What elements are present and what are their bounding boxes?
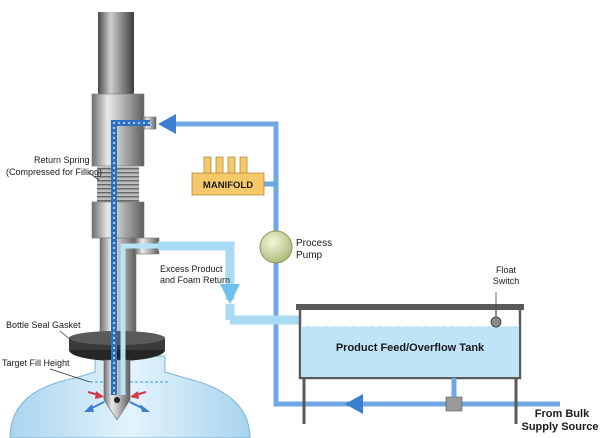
middle-block xyxy=(91,201,145,239)
return-spring-label-2: (Compressed for Filling) xyxy=(6,167,102,177)
valve-feed-pipe xyxy=(170,121,279,184)
float-switch-icon xyxy=(490,316,502,328)
supply-arrow-valve xyxy=(158,114,176,134)
excess-return-label-1: Excess Product xyxy=(160,264,223,274)
nozzle-flow-arrows xyxy=(84,391,150,412)
process-pump xyxy=(259,230,293,264)
internal-return-channel xyxy=(120,243,158,395)
tank-label: Product Feed/Overflow Tank xyxy=(336,342,485,354)
gasket-label: Bottle Seal Gasket xyxy=(6,320,81,330)
return-spring-label-1: Return Spring xyxy=(34,155,90,165)
product-feed-tank xyxy=(296,304,524,424)
supply-pipe xyxy=(273,262,560,407)
manifold-label: MANIFOLD xyxy=(203,180,253,191)
upper-shaft xyxy=(98,12,134,94)
bulk-supply-label-1: From Bulk xyxy=(535,408,590,420)
bulk-supply-label-2: Supply Source xyxy=(521,421,598,433)
tank-supply-fitting xyxy=(445,396,463,412)
target-fill-label: Target Fill Height xyxy=(2,358,70,368)
return-spring-leader xyxy=(87,171,100,181)
return-arrow xyxy=(220,284,240,304)
internal-supply-dots xyxy=(113,122,150,395)
float-switch-label-2: Switch xyxy=(493,276,520,286)
target-fill-leader xyxy=(49,368,91,383)
manifold xyxy=(191,156,265,196)
float-switch-label-1: Float xyxy=(496,265,517,275)
upper-block xyxy=(91,93,145,167)
vent-hole xyxy=(114,397,120,403)
gasket-leader xyxy=(59,330,73,342)
lower-body xyxy=(99,237,137,339)
supply-arrow-bottom xyxy=(345,394,363,414)
pump-label-2: Pump xyxy=(296,250,323,261)
excess-return-label-2: and Foam Return xyxy=(160,275,230,285)
return-spring xyxy=(97,166,139,202)
pump-label-1: Process xyxy=(296,238,332,249)
